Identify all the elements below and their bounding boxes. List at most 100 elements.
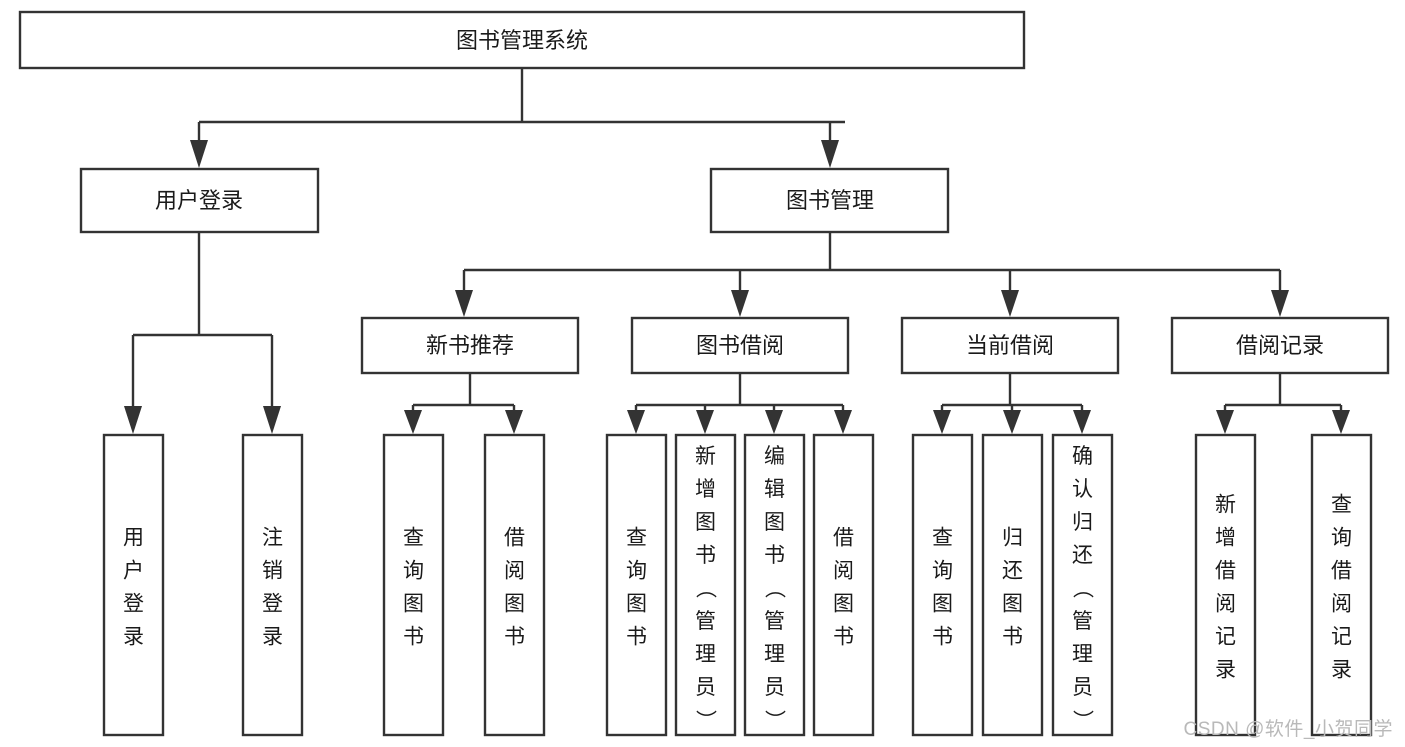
leaf-node-boxes — [102, 433, 1373, 737]
svg-text:登: 登 — [262, 593, 283, 616]
svg-text:书: 书 — [1002, 626, 1023, 649]
svg-text:增: 增 — [1215, 527, 1236, 550]
leaf-add-book-box[interactable] — [674, 433, 737, 737]
arrow-head-new-book-rec — [455, 290, 473, 317]
arrow-head-user-login — [190, 140, 208, 168]
svg-text:理: 理 — [695, 643, 716, 666]
svg-text:书: 书 — [504, 626, 525, 649]
node-book-borrow-label: 图书借阅 — [696, 333, 784, 358]
svg-text:阅: 阅 — [1331, 593, 1352, 616]
svg-text:（: （ — [1071, 578, 1094, 599]
node-current-borrow-label: 当前借阅 — [966, 333, 1054, 358]
svg-text:）: ） — [1071, 710, 1094, 731]
leaf-query-record-box[interactable] — [1310, 433, 1373, 737]
svg-text:记: 记 — [1331, 626, 1352, 649]
node-book-manage-box[interactable] — [709, 167, 950, 234]
node-current-borrow[interactable]: 当前借阅 — [900, 316, 1120, 375]
svg-text:书: 书 — [932, 626, 953, 649]
leaf-query-book-3-box[interactable] — [911, 433, 974, 737]
node-root-system[interactable]: 图书管理系统 — [18, 10, 1026, 70]
svg-text:询: 询 — [1331, 527, 1352, 550]
svg-text:查: 查 — [932, 527, 953, 550]
svg-text:）: ） — [763, 710, 786, 731]
svg-text:管: 管 — [1072, 610, 1093, 633]
svg-text:书: 书 — [764, 544, 785, 567]
node-book-borrow[interactable]: 图书借阅 — [630, 316, 850, 375]
svg-text:询: 询 — [932, 560, 953, 583]
svg-text:图: 图 — [403, 593, 424, 616]
svg-text:借: 借 — [833, 527, 854, 550]
node-new-book-rec-box[interactable] — [360, 316, 580, 375]
arrow-head-leaf-add-book — [696, 410, 714, 434]
svg-text:图: 图 — [626, 593, 647, 616]
arrow-head-leaf-query-book-2 — [627, 410, 645, 434]
svg-text:户: 户 — [123, 560, 144, 583]
svg-text:图: 图 — [764, 511, 785, 534]
arrow-head-leaf-query-book-3 — [933, 410, 951, 434]
svg-text:阅: 阅 — [1215, 593, 1236, 616]
svg-text:辑: 辑 — [764, 478, 785, 501]
node-borrow-record[interactable]: 借阅记录 — [1170, 316, 1390, 375]
leaf-borrow-book-1-box[interactable] — [483, 433, 546, 737]
svg-text:员: 员 — [695, 676, 716, 699]
node-borrow-record-box[interactable] — [1170, 316, 1390, 375]
leaf-edit-book-box[interactable] — [743, 433, 806, 737]
svg-text:书: 书 — [695, 544, 716, 567]
node-user-login-box[interactable] — [79, 167, 320, 234]
svg-text:用: 用 — [123, 527, 144, 550]
arrow-head-leaf-query-book-1 — [404, 410, 422, 434]
arrow-head-leaf-borrow-book-2 — [834, 410, 852, 434]
node-book-borrow-box[interactable] — [630, 316, 850, 375]
leaf-add-record-box[interactable] — [1194, 433, 1257, 737]
svg-text:归: 归 — [1002, 527, 1023, 550]
svg-text:记: 记 — [1215, 626, 1236, 649]
arrow-head-leaf-confirm-return — [1073, 410, 1091, 434]
connector-group-book-manage — [455, 232, 1289, 317]
svg-text:员: 员 — [764, 676, 785, 699]
svg-text:还: 还 — [1072, 544, 1093, 567]
node-new-book-rec[interactable]: 新书推荐 — [360, 316, 580, 375]
svg-text:录: 录 — [1215, 659, 1236, 682]
node-current-borrow-box[interactable] — [900, 316, 1120, 375]
svg-text:图: 图 — [504, 593, 525, 616]
leaf-logout-box[interactable] — [241, 433, 304, 737]
arrow-head-leaf-user-login — [124, 406, 142, 434]
node-root-system-box[interactable] — [18, 10, 1026, 70]
svg-text:书: 书 — [626, 626, 647, 649]
svg-text:询: 询 — [403, 560, 424, 583]
leaf-query-book-2-box[interactable] — [605, 433, 668, 737]
connector-group-borrow-record — [1216, 373, 1350, 434]
svg-text:询: 询 — [626, 560, 647, 583]
connector-group-current-borrow — [933, 373, 1091, 434]
node-borrow-record-label: 借阅记录 — [1236, 333, 1324, 358]
svg-text:（: （ — [763, 578, 786, 599]
node-user-login[interactable]: 用户登录 — [79, 167, 320, 234]
svg-text:图: 图 — [833, 593, 854, 616]
leaf-borrow-book-2-box[interactable] — [812, 433, 875, 737]
leaf-query-book-1-box[interactable] — [382, 433, 445, 737]
arrow-head-book-borrow — [731, 290, 749, 317]
svg-text:阅: 阅 — [504, 560, 525, 583]
arrow-head-current-borrow — [1001, 290, 1019, 317]
svg-text:录: 录 — [262, 626, 283, 649]
leaf-user-login-box[interactable] — [102, 433, 165, 737]
leaf-confirm-return-box[interactable] — [1051, 433, 1114, 737]
leaf-return-book-box[interactable] — [981, 433, 1044, 737]
node-book-manage[interactable]: 图书管理 — [709, 167, 950, 234]
svg-text:员: 员 — [1072, 676, 1093, 699]
svg-text:理: 理 — [764, 643, 785, 666]
svg-text:）: ） — [694, 710, 717, 731]
svg-text:借: 借 — [1331, 560, 1352, 583]
node-book-manage-label: 图书管理 — [786, 188, 874, 213]
arrow-head-book-manage — [821, 140, 839, 168]
